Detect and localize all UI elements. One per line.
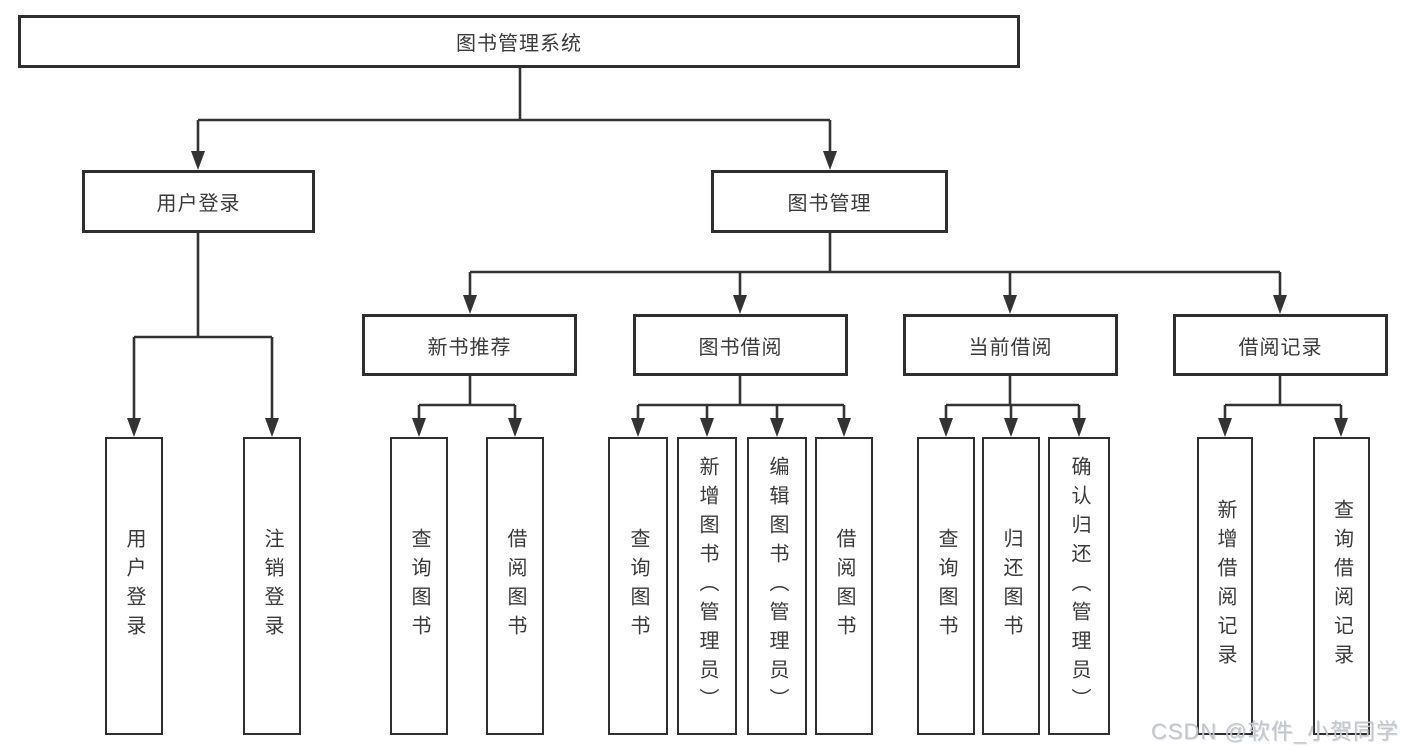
node-current-borrow: 当前借阅 (903, 314, 1118, 376)
leaf-query-books-2: 查询图书 (608, 437, 668, 735)
leaf-label: 新增借阅记录 (1214, 499, 1236, 673)
leaf-borrow-books-1: 借阅图书 (486, 437, 544, 735)
leaf-label: 注销登录 (261, 528, 283, 644)
leaf-logout: 注销登录 (243, 437, 301, 735)
leaf-query-books-3: 查询图书 (917, 437, 975, 735)
arrowheads (127, 151, 1348, 437)
node-label: 图书管理系统 (456, 33, 582, 55)
node-label: 用户登录 (156, 193, 241, 215)
leaf-label: 编辑图书（管理员） (766, 455, 788, 717)
node-label: 借阅记录 (1238, 336, 1323, 359)
node-root-system: 图书管理系统 (18, 15, 1020, 68)
leaf-borrow-books-2: 借阅图书 (815, 437, 873, 735)
leaf-return-books: 归还图书 (982, 437, 1040, 735)
leaf-label: 查询图书 (408, 528, 430, 644)
node-label: 当前借阅 (968, 336, 1053, 359)
leaf-confirm-return-admin: 确认归还（管理员） (1048, 437, 1110, 735)
leaf-edit-books-admin: 编辑图书（管理员） (747, 437, 807, 735)
node-book-borrow: 图书借阅 (633, 314, 848, 376)
node-new-book-recommend: 新书推荐 (362, 314, 577, 376)
leaf-label: 借阅图书 (833, 528, 855, 644)
leaf-label: 借阅图书 (504, 528, 526, 644)
watermark: CSDN @软件_小贺同学 (1150, 719, 1399, 744)
leaf-label: 查询图书 (627, 528, 649, 644)
node-label: 新书推荐 (427, 336, 512, 359)
leaf-query-borrow-record: 查询借阅记录 (1313, 437, 1370, 735)
connector-lines (132, 68, 1343, 423)
leaf-label: 用户登录 (123, 528, 145, 644)
leaf-label: 归还图书 (1000, 528, 1022, 644)
leaf-add-borrow-record: 新增借阅记录 (1197, 437, 1253, 735)
leaf-label: 新增图书（管理员） (696, 455, 718, 717)
leaf-label: 确认归还（管理员） (1068, 455, 1090, 717)
node-borrow-records: 借阅记录 (1173, 314, 1388, 376)
leaf-query-books-1: 查询图书 (390, 437, 448, 735)
node-label: 图书管理 (787, 193, 872, 215)
leaf-add-books-admin: 新增图书（管理员） (677, 437, 737, 735)
node-book-mgmt: 图书管理 (711, 170, 948, 233)
node-label: 图书借阅 (698, 336, 783, 359)
leaf-user-login: 用户登录 (105, 437, 163, 735)
leaf-label: 查询图书 (935, 528, 957, 644)
node-user-login: 用户登录 (82, 170, 315, 233)
leaf-label: 查询借阅记录 (1330, 499, 1353, 673)
